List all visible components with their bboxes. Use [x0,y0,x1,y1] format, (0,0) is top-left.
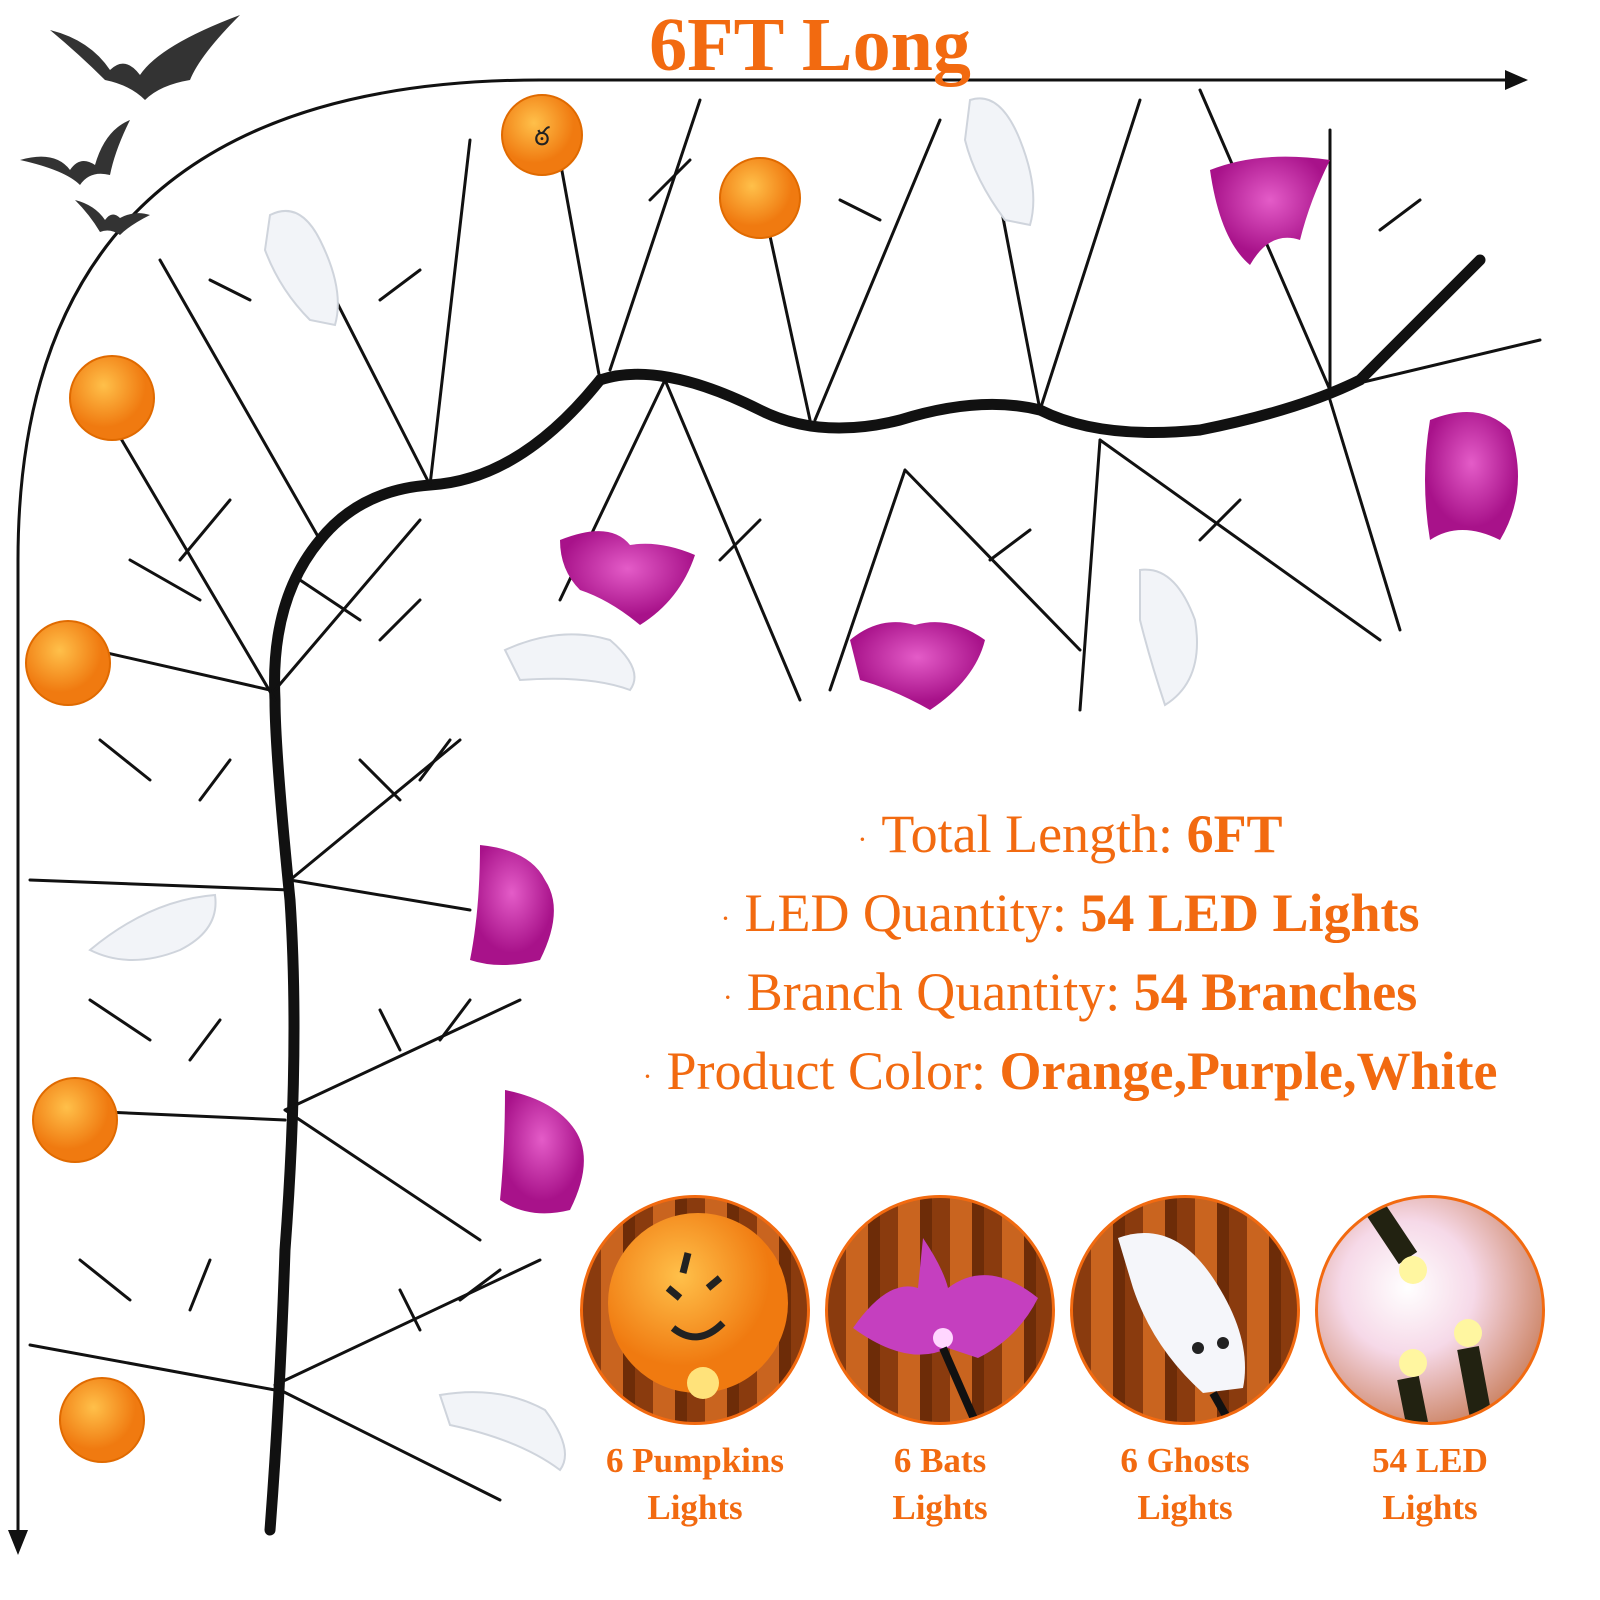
pumpkin-light-icon [580,1195,810,1425]
caption-line: Lights [647,1488,743,1527]
spec-label: Branch Quantity: [746,962,1121,1022]
spec-label: LED Quantity: [744,883,1067,943]
length-arrow [16,78,1525,1545]
spec-value: Orange,Purple,White [999,1041,1498,1101]
spec-total-length: ·Total Length: 6FT [857,804,1283,864]
spec-branch-quantity: ·Branch Quantity: 54 Branches [722,962,1418,1022]
ghost-lights [88,97,1198,1472]
garland-branches [28,88,1542,1536]
pumpkin-lights [25,94,801,1463]
caption-line: 54 LED [1372,1441,1488,1480]
caption-line: Lights [892,1488,988,1527]
spec-value: 54 LED Lights [1080,883,1420,943]
caption-line: 6 Pumpkins [606,1441,784,1480]
caption-line: Lights [1382,1488,1478,1527]
feature-caption-leds: 54 LED Lights [1310,1437,1550,1531]
length-title: 6FT Long [649,3,971,87]
led-bulb-icon [1315,1195,1545,1425]
ghost-light-icon [1070,1195,1300,1425]
spec-value: 54 Branches [1133,962,1418,1022]
svg-text:ఠ: ఠ [534,122,550,152]
spec-label: Total Length: [881,804,1174,864]
caption-line: Lights [1137,1488,1233,1527]
spec-product-color: ·Product Color: Orange,Purple,White [642,1041,1498,1101]
spec-led-quantity: ·LED Quantity: 54 LED Lights [720,883,1420,943]
spec-label: Product Color: [666,1041,987,1101]
bat-light-icon [825,1195,1055,1425]
caption-line: 6 Bats [893,1441,987,1480]
caption-line: 6 Ghosts [1120,1441,1250,1480]
bat-silhouette-icon [20,15,240,235]
spec-value: 6FT [1186,804,1283,864]
bat-lights [470,156,1518,1214]
spec-list: ·Total Length: 6FT ·LED Quantity: 54 LED… [590,795,1550,1111]
